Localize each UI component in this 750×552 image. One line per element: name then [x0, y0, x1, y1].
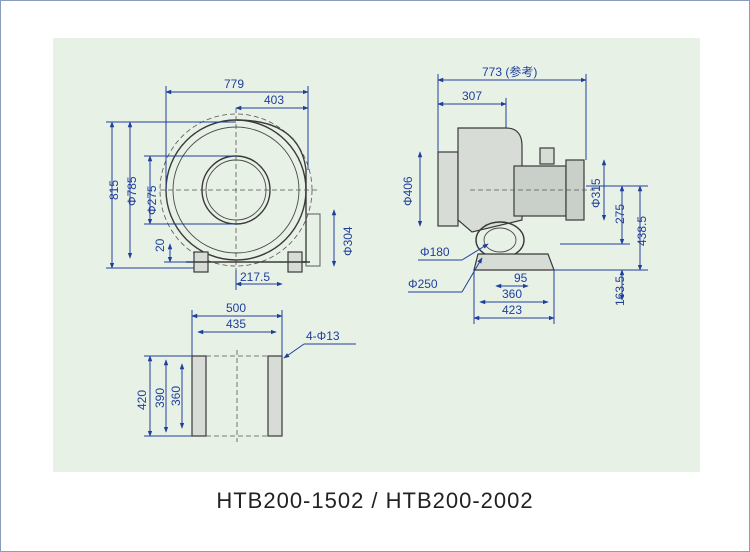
base-rail-right: [267, 355, 283, 437]
base-rail-left: [191, 355, 207, 437]
base-view: 500 435 4-Φ13 420 390 360: [135, 301, 356, 442]
dim-500: 500: [226, 301, 246, 315]
drawing-panel: [53, 38, 700, 472]
side-base: [473, 253, 555, 271]
motor-body: [513, 165, 567, 217]
dim-423: 423: [502, 303, 522, 317]
dim-275-side: 275: [613, 204, 627, 224]
dim-406: Φ406: [401, 176, 415, 206]
dim-785: Φ785: [125, 176, 139, 206]
dim-360-side: 360: [502, 287, 522, 301]
dim-95: 95: [514, 271, 528, 285]
dim-815: 815: [107, 180, 121, 200]
dim-403: 403: [264, 93, 284, 107]
dim-315: Φ315: [589, 178, 603, 208]
dim-holes: 4-Φ13: [306, 329, 340, 343]
dim-773: 773 (参考): [482, 64, 537, 79]
dim-275: Φ275: [145, 185, 159, 215]
dim-180: Φ180: [420, 245, 450, 259]
front-view: 779 403 815 Φ785 Φ275 20 Φ304 217.5: [106, 77, 355, 290]
volute-outline: [235, 119, 307, 263]
dim-435: 435: [226, 317, 246, 331]
terminal-box: [539, 147, 555, 165]
dim-304: Φ304: [341, 226, 355, 256]
dim-217-5: 217.5: [240, 270, 270, 284]
side-inlet: [437, 151, 459, 227]
dim-20: 20: [153, 238, 167, 252]
dim-779: 779: [224, 77, 244, 91]
dim-360-base: 360: [169, 386, 183, 406]
outlet-outer: [475, 221, 525, 259]
dim-420: 420: [135, 390, 149, 410]
dim-163-5: 163.5: [613, 276, 627, 306]
outlet-flange: [305, 213, 321, 267]
dim-438-5: 438.5: [635, 216, 649, 246]
side-housing: [457, 127, 523, 233]
dim-307: 307: [462, 89, 482, 103]
dim-250: Φ250: [408, 277, 438, 291]
side-view: 773 (参考) 307 Φ406 Φ315 275 438.5 163.5 Φ…: [401, 64, 649, 324]
outlet-inner: [483, 227, 517, 253]
model-caption: HTB200-1502 / HTB200-2002: [216, 488, 534, 513]
dim-390: 390: [153, 388, 167, 408]
